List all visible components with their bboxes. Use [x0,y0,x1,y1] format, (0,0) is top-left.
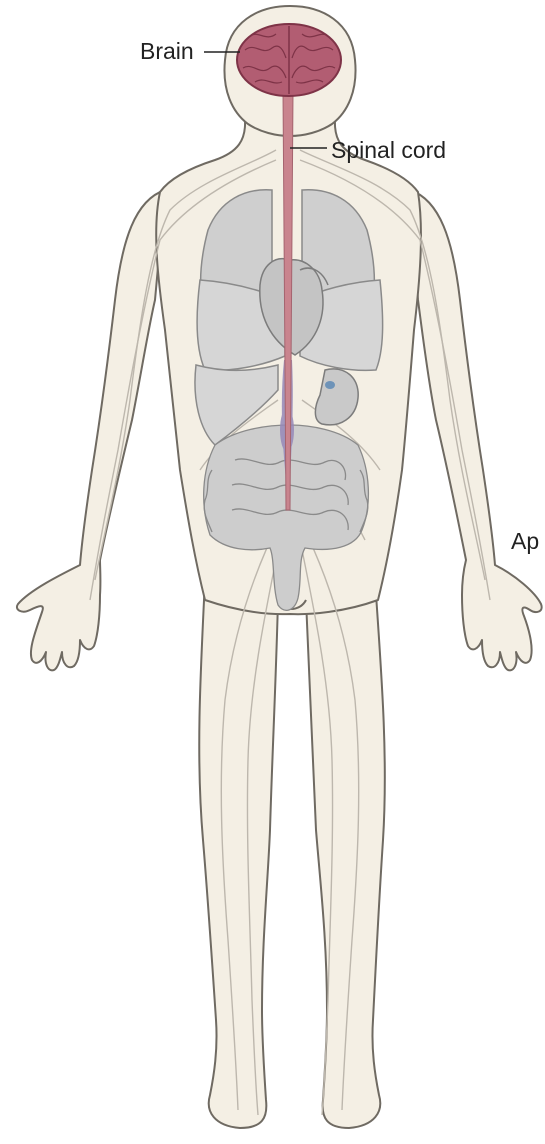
spinal-cord-label: Spinal cord [331,139,446,162]
cut-off-label: Ap [511,530,539,553]
left-leg [199,580,278,1128]
right-arm [410,190,542,670]
ganglia-small [325,381,335,389]
brain-icon [237,24,341,96]
brain-label: Brain [140,40,194,63]
